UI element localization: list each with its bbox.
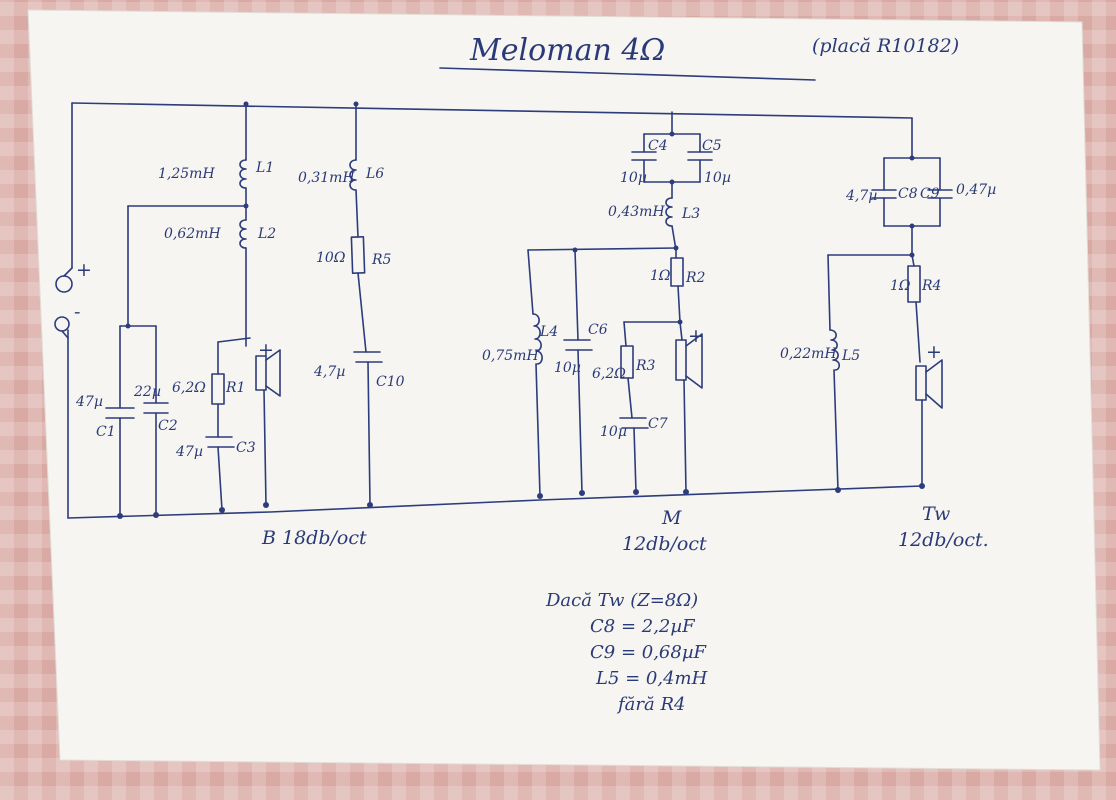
capacitor-c2: 22µ C2 xyxy=(133,384,178,434)
note-line-2: C8 = 2,2µF xyxy=(590,616,696,637)
inductor-l5: 0,22mH L5 xyxy=(780,329,860,371)
l5-name: L5 xyxy=(841,348,860,364)
c4-name: C4 xyxy=(648,138,668,154)
inductor-l1: 1,25mH L1 xyxy=(158,159,274,189)
input-terminals: + - xyxy=(54,259,92,339)
speaker-bass: + xyxy=(255,339,281,397)
r4-name: R4 xyxy=(921,278,941,294)
l5-value: 0,22mH xyxy=(780,346,837,362)
l3-name: L3 xyxy=(681,206,700,222)
speaker-mid-plus: + xyxy=(688,325,704,347)
r1-name: R1 xyxy=(225,380,245,396)
speaker-tweeter-plus: + xyxy=(926,341,942,363)
junctions xyxy=(117,101,925,519)
c9-name: C9 xyxy=(920,186,940,202)
l2-value: 0,62mH xyxy=(164,226,221,242)
speaker-bass-plus: + xyxy=(258,339,274,361)
capacitor-c1: 47µ C1 xyxy=(75,394,135,440)
l6-name: L6 xyxy=(365,166,384,182)
terminal-minus-label: - xyxy=(74,301,80,323)
section-tweeter-slope: 12db/oct. xyxy=(898,529,989,551)
wiring xyxy=(67,102,941,519)
capacitor-c7: 10µ C7 xyxy=(600,416,668,440)
r5-name: R5 xyxy=(371,252,392,268)
c4-value: 10µ xyxy=(620,170,647,186)
resistor-r4: 1Ω R4 xyxy=(890,265,941,303)
c7-name: C7 xyxy=(648,416,668,432)
l1-value: 1,25mH xyxy=(158,166,215,182)
r2-value: 1Ω xyxy=(650,268,671,284)
c7-value: 10µ xyxy=(600,424,627,440)
c6-value: 10µ xyxy=(554,360,581,376)
capacitor-c8: 4,7µ C8 xyxy=(845,186,918,204)
section-bass-label: B 18db/oct xyxy=(261,527,367,549)
l4-name: L4 xyxy=(539,324,558,340)
c8-value: 4,7µ xyxy=(845,188,877,204)
resistor-r3: 6,2Ω R3 xyxy=(592,345,656,382)
c3-name: C3 xyxy=(236,440,256,456)
c10-value: 4,7µ xyxy=(313,364,345,380)
inductor-l3: 0,43mH L3 xyxy=(608,197,700,227)
l3-value: 0,43mH xyxy=(608,204,665,220)
inductor-l6: 0,31mH L6 xyxy=(298,159,384,191)
section-mid-slope: 12db/oct xyxy=(622,533,707,555)
r3-value: 6,2Ω xyxy=(592,366,626,382)
capacitor-c6: C6 10µ xyxy=(554,322,608,376)
capacitor-c5: C5 10µ xyxy=(687,138,731,186)
capacitor-c9: C9 0,47µ xyxy=(920,182,996,202)
note-line-3: C9 = 0,68µF xyxy=(590,642,708,663)
l6-value: 0,31mH xyxy=(298,170,355,186)
c10-name: C10 xyxy=(376,374,405,390)
inductor-l4: 0,75mH L4 xyxy=(482,313,558,365)
note-line-1: Dacă Tw (Z=8Ω) xyxy=(545,590,698,611)
r4-value: 1Ω xyxy=(890,278,911,294)
tweeter-variant-note: Dacă Tw (Z=8Ω) C8 = 2,2µF C9 = 0,68µF L5… xyxy=(545,590,708,715)
speaker-mid: + xyxy=(675,325,704,389)
r5-value: 10Ω xyxy=(316,250,346,266)
title: Meloman 4Ω xyxy=(469,33,665,68)
subtitle: (placă R10182) xyxy=(812,35,959,57)
r2-name: R2 xyxy=(685,270,706,286)
l4-value: 0,75mH xyxy=(482,348,539,364)
title-underline xyxy=(439,67,816,81)
speaker-tweeter: + xyxy=(915,341,943,409)
capacitor-c4: C4 10µ xyxy=(620,138,668,186)
resistor-r1: 6,2Ω R1 xyxy=(172,373,245,405)
c3-value: 47µ xyxy=(175,444,203,460)
capacitor-c3: 47µ C3 xyxy=(175,436,256,460)
r1-value: 6,2Ω xyxy=(172,380,206,396)
c6-name: C6 xyxy=(588,322,608,338)
c2-name: C2 xyxy=(158,418,178,434)
l2-name: L2 xyxy=(257,226,276,242)
section-mid-name: M xyxy=(661,507,682,529)
section-tweeter-name: Tw xyxy=(922,503,950,525)
note-line-4: L5 = 0,4mH xyxy=(595,668,708,689)
c1-value: 47µ xyxy=(75,394,103,410)
c9-value: 0,47µ xyxy=(956,182,996,198)
c5-name: C5 xyxy=(702,138,722,154)
c2-value: 22µ xyxy=(133,384,161,400)
terminal-plus-label: + xyxy=(76,259,92,281)
inductor-l2: 0,62mH L2 xyxy=(164,219,276,249)
l1-name: L1 xyxy=(255,160,274,176)
c5-value: 10µ xyxy=(704,170,731,186)
resistor-r5: 10Ω R5 xyxy=(316,236,392,274)
paper-sheet xyxy=(27,9,1101,771)
resistor-r2: 1Ω R2 xyxy=(650,257,706,287)
c8-name: C8 xyxy=(898,186,918,202)
c1-name: C1 xyxy=(96,424,116,440)
note-line-5: fără R4 xyxy=(616,694,685,715)
r3-name: R3 xyxy=(635,358,656,374)
capacitor-c10: 4,7µ C10 xyxy=(313,351,405,390)
